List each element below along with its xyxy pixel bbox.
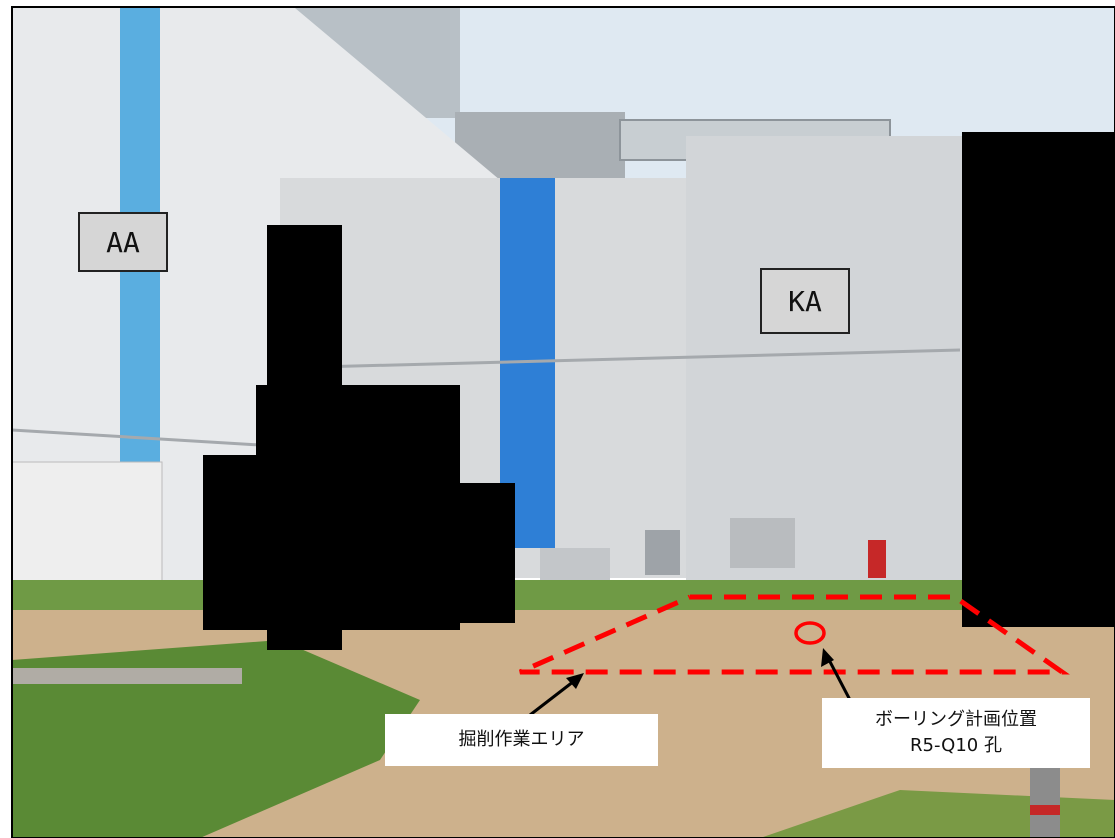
excavation-area-text: 掘削作業エリア: [458, 729, 585, 750]
pipe-fixture-red: [1030, 805, 1060, 815]
excavation-area-outline: [518, 594, 1070, 675]
excavation-arrow: [529, 676, 579, 717]
boring-position-marker: [794, 621, 826, 645]
grass-bottom-right: [760, 790, 1115, 838]
building-label-aa: AA: [78, 212, 168, 272]
building-label-ka: KA: [760, 268, 850, 334]
excavation-area-callout: 掘削作業エリア: [385, 714, 658, 766]
boring-position-line1: ボーリング計画位置: [875, 709, 1037, 730]
excavation-arrow-head: [566, 673, 584, 689]
grass-foreground: [12, 640, 420, 838]
annex-building: [11, 461, 163, 603]
boring-position-line2: R5-Q10 孔: [910, 735, 1002, 756]
equipment-box: [730, 518, 795, 568]
photo-border: [11, 6, 1115, 838]
redaction-right: [962, 132, 1115, 627]
boring-position-callout: ボーリング計画位置 R5-Q10 孔: [822, 698, 1090, 768]
pipe-line: [279, 348, 961, 370]
redaction-left: [203, 225, 515, 650]
boring-arrow: [825, 655, 852, 701]
pipe-line-2: [11, 428, 261, 447]
equipment-box: [645, 530, 680, 575]
pipe-fixture: [1030, 765, 1060, 838]
equipment-box: [540, 548, 610, 580]
right-building: [686, 136, 966, 584]
curb: [12, 668, 242, 684]
red-cabinet: [868, 540, 886, 578]
boring-arrow-head: [821, 648, 834, 667]
